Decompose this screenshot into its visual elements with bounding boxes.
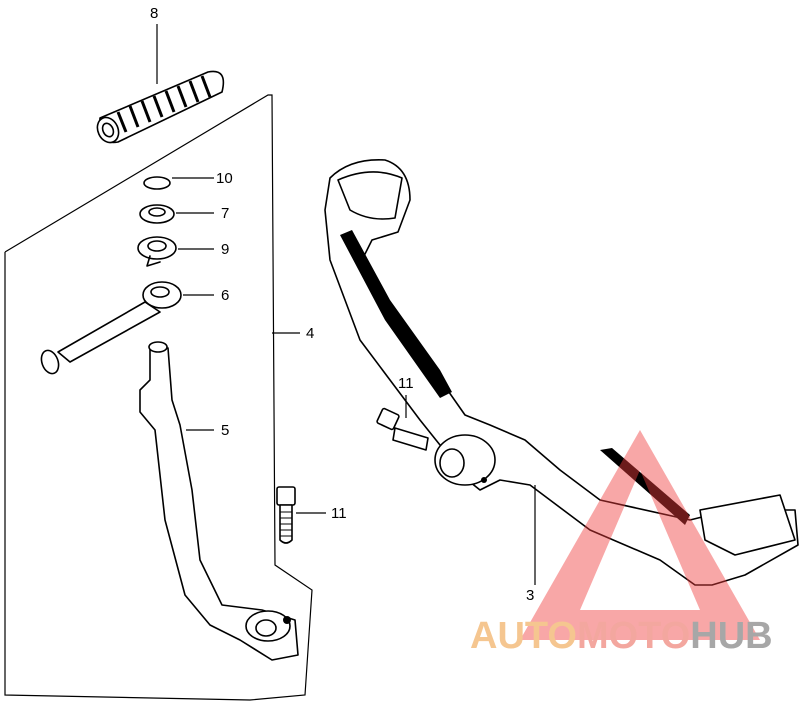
callout-5: 5	[221, 422, 229, 439]
watermark-auto: AUTO	[470, 615, 577, 657]
watermark-moto: MOTO	[577, 615, 690, 657]
callout-4: 4	[306, 325, 314, 342]
callout-3: 3	[526, 587, 534, 604]
part-9-spring	[137, 236, 214, 267]
callout-11-left: 11	[331, 505, 347, 522]
part-6-pivot-pin	[40, 281, 214, 375]
part-11-bolt-left	[276, 486, 326, 544]
callout-10: 10	[216, 170, 233, 187]
part-3-kickstarter-lever	[324, 159, 799, 586]
callout-7: 7	[221, 205, 229, 222]
assembly-frame	[4, 94, 313, 701]
watermark-triangle-icon	[520, 430, 760, 640]
callout-11-right: 11	[398, 375, 414, 392]
part-8-rubber-grip	[96, 24, 225, 144]
svg-text:AUTOMOTOHUB: AUTOMOTOHUB	[470, 615, 773, 657]
part-7-washer	[139, 204, 214, 224]
part-10-circlip	[143, 176, 214, 190]
watermark-hub: HUB	[690, 615, 772, 657]
callout-9: 9	[221, 241, 229, 258]
part-11-bolt-right	[376, 395, 429, 451]
callout-8: 8	[150, 5, 158, 22]
part-5-kick-arm	[139, 341, 299, 661]
automotohub-watermark: AUTOMOTOHUB	[470, 430, 773, 657]
callout-6: 6	[221, 287, 229, 304]
